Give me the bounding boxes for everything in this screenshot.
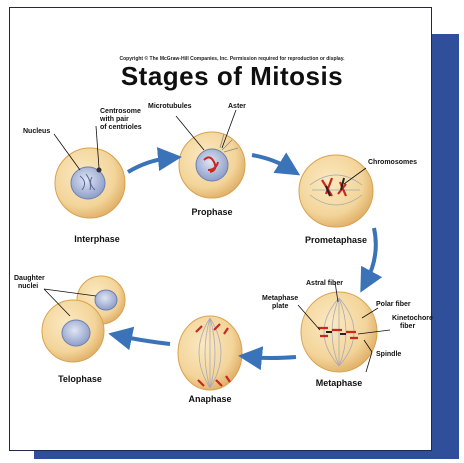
label-kinetochore-line1: Kinetochore	[392, 315, 433, 322]
stage-label-anaphase: Anaphase	[188, 394, 231, 404]
label-metaphase-plate-line1: Metaphase	[262, 295, 298, 302]
arrow-prophase-to-prometaphase	[252, 155, 290, 169]
arrow-metaphase-to-anaphase	[250, 357, 296, 358]
stage-label-prometaphase: Prometaphase	[305, 235, 367, 245]
stage-label-prophase: Prophase	[191, 207, 232, 217]
label-aster: Aster	[228, 103, 246, 110]
label-centrosome-line2: with pair	[99, 116, 129, 123]
stage-label-telophase: Telophase	[58, 374, 102, 384]
label-microtubules: Microtubules	[148, 103, 192, 110]
prophase-cell	[179, 132, 245, 198]
stage-label-metaphase: Metaphase	[316, 378, 363, 388]
label-daughter-nuclei-line2: nuclei	[18, 283, 38, 290]
label-nucleus: Nucleus	[23, 128, 50, 135]
arrow-prometaphase-to-metaphase	[366, 228, 376, 282]
label-centrosome-line3: of centrioles	[100, 124, 142, 131]
label-centrosome-line1: Centrosome	[100, 108, 141, 115]
stage-label-interphase: Interphase	[74, 234, 120, 244]
label-kinetochore-line2: fiber	[400, 323, 415, 330]
anaphase-cell	[178, 316, 242, 390]
arrow-interphase-to-prophase	[128, 158, 170, 172]
metaphase-cell	[301, 292, 377, 372]
label-chromosomes: Chromosomes	[368, 159, 417, 166]
arrow-anaphase-to-telophase	[120, 336, 170, 344]
label-metaphase-plate-line2: plate	[272, 303, 288, 310]
prometaphase-cell	[299, 155, 373, 227]
label-polar-fiber: Polar fiber	[376, 301, 411, 308]
label-spindle: Spindle	[376, 351, 401, 358]
interphase-cell	[55, 148, 125, 218]
telophase-cells	[42, 276, 125, 362]
label-daughter-nuclei-line1: Daughter	[14, 275, 45, 282]
label-astral-fiber: Astral fiber	[306, 280, 343, 287]
